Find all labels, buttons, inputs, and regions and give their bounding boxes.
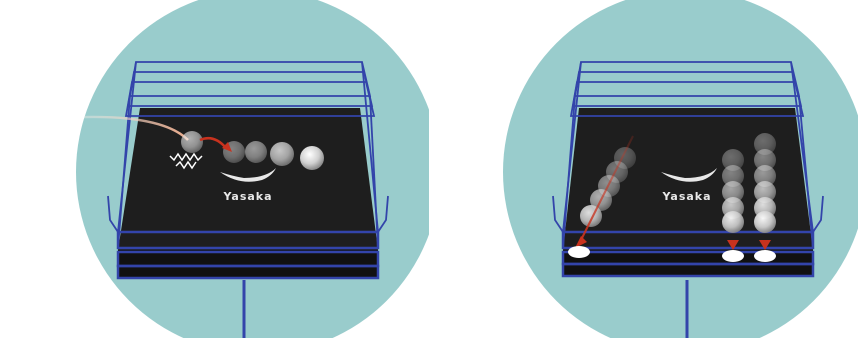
logo-text: Yasaka xyxy=(222,190,272,203)
table-edge xyxy=(118,250,378,278)
logo-text: Yasaka xyxy=(661,190,711,203)
right-illustration: Yasaka xyxy=(429,0,858,338)
ball-4 xyxy=(270,142,294,166)
left-scene-svg: Yasaka xyxy=(0,0,429,338)
ball-1 xyxy=(181,131,203,153)
ball-3 xyxy=(245,141,267,163)
right-scene-svg: Yasaka xyxy=(429,0,858,338)
ball-5 xyxy=(300,146,324,170)
left-illustration: Yasaka xyxy=(0,0,429,338)
